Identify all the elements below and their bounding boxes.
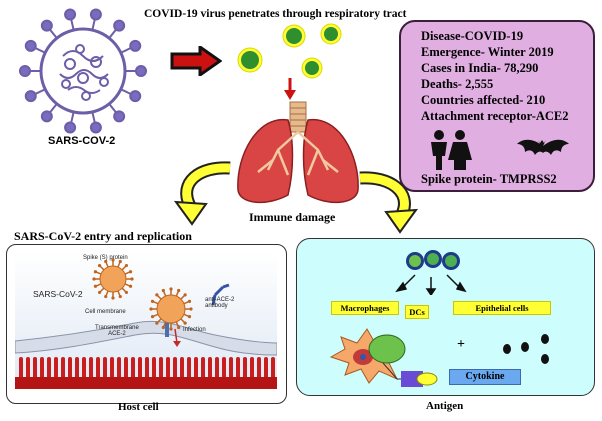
ace2-label: Transmembrane ACE-2: [95, 325, 139, 337]
lungs-icon: [237, 101, 359, 204]
spike-protein-label: Spike (S) protein: [83, 255, 128, 261]
info-line: Deaths- 2,555: [421, 77, 494, 91]
plus-sign: +: [457, 337, 465, 352]
sars-cov-2-virus-icon: [19, 8, 147, 134]
sars-cov-2-label: SARS-CoV-2: [33, 289, 83, 299]
antibody-label: anti-ACE-2 antibody: [205, 297, 235, 309]
immune-damage-label: Immune damage: [249, 210, 336, 224]
antigen-particles-icon: [395, 250, 467, 295]
bat-icon: [517, 139, 569, 155]
virus-label: SARS-COV-2: [48, 135, 116, 147]
dcs-label: DCs: [405, 305, 429, 319]
info-line: Cases in India- 78,290: [421, 61, 539, 75]
antigen-caption: Antigen: [426, 400, 464, 412]
spike-protein-line: Spike protein- TMPRSS2: [421, 172, 557, 186]
curved-arrow-left-icon: [173, 161, 231, 226]
right-arrow-icon: [170, 46, 222, 76]
antigen-panel: Macrophages DCs Epithelial cells + Cytok…: [296, 238, 595, 396]
down-arrow-icon: [284, 78, 296, 100]
info-line: Emergence- Winter 2019: [421, 45, 554, 59]
top-caption: COVID-19 virus penetrates through respir…: [144, 8, 407, 20]
info-line: Countries affected- 210: [421, 93, 546, 107]
left-panel-title: SARS-CoV-2 entry and replication: [14, 229, 192, 243]
cytokine-label: Cytokine: [449, 369, 521, 385]
infection-label: Infection: [183, 327, 206, 333]
host-cell-illustration: [15, 251, 277, 389]
people-icon: [431, 130, 472, 170]
epithelial-cells-label: Epithelial cells: [453, 301, 551, 315]
info-line: Attachment receptor-ACE2: [421, 109, 569, 123]
virus-particles-icon: [237, 23, 342, 79]
info-line: Disease-COVID-19: [421, 29, 524, 43]
info-box: Disease-COVID-19 Emergence- Winter 2019 …: [399, 20, 595, 192]
host-cell-panel: Spike (S) protein SARS-CoV-2 anti-ACE-2 …: [6, 244, 287, 404]
macrophage-cell-icon: [329, 328, 438, 387]
macrophages-label: Macrophages: [331, 301, 399, 315]
cell-membrane-label: Cell membrane: [85, 309, 126, 315]
cytokine-dots-icon: [503, 334, 549, 364]
curved-arrow-right-icon: [359, 171, 419, 234]
host-cell-caption: Host cell: [118, 401, 159, 413]
